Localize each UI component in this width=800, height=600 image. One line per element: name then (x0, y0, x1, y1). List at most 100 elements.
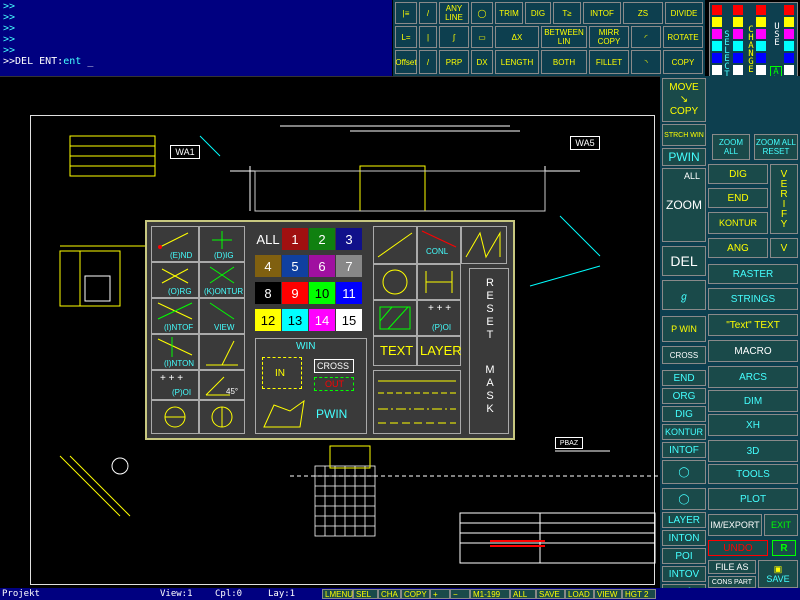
dig-snap-button[interactable]: DIG (708, 164, 768, 184)
color-14-button[interactable]: 14 (309, 309, 335, 331)
win-in-button[interactable]: IN (262, 357, 302, 389)
delta-x-button[interactable]: ΔX (495, 26, 539, 48)
p-win-button[interactable]: P WIN (662, 316, 706, 342)
dimension-select-button[interactable] (417, 264, 461, 300)
line-tool-button[interactable]: |≡ (395, 2, 417, 24)
save-button[interactable]: ▣SAVE (758, 560, 798, 588)
status-button-view[interactable]: VIEW (594, 589, 622, 599)
org-button[interactable]: ORG (662, 388, 706, 404)
status-button-copy[interactable]: COPY (401, 589, 430, 599)
status-button-m1-199[interactable]: M1-199 (470, 589, 510, 599)
macro-button[interactable]: MACRO (708, 340, 798, 362)
color-4-button[interactable]: 4 (255, 255, 281, 277)
snap-perp-button[interactable] (199, 334, 245, 370)
color-11-button[interactable]: 11 (336, 282, 362, 304)
color-swatch[interactable] (712, 53, 722, 63)
color-swatch[interactable] (733, 5, 743, 15)
arc-tool-button[interactable]: ◜ (631, 26, 661, 48)
status-button-sel[interactable]: SEL (353, 589, 378, 599)
prp-button[interactable]: PRP (439, 50, 469, 74)
command-input[interactable]: ent (63, 56, 82, 67)
trim-button[interactable]: TRIM (495, 2, 523, 24)
intov-button[interactable]: INTOV (662, 566, 706, 582)
snap-poi-button[interactable]: + + + (P)OI (151, 370, 199, 400)
line-select-button[interactable] (373, 226, 417, 264)
polyline-button[interactable] (461, 226, 507, 264)
status-button-save[interactable]: SAVE (536, 589, 565, 599)
slash-button[interactable]: / (419, 50, 437, 74)
tools-button[interactable]: TOOLS (708, 464, 798, 484)
color-9-button[interactable]: 9 (282, 282, 308, 304)
color-all-button[interactable]: ALL (256, 231, 280, 247)
fillet-button[interactable]: FILLET (589, 50, 629, 74)
undo-button[interactable]: UNDO (708, 540, 768, 556)
conl-button[interactable]: CONL (417, 226, 461, 264)
exit-button[interactable]: EXIT (764, 514, 798, 536)
cons-part-button[interactable]: CONS PART (708, 576, 756, 588)
dx-button[interactable]: DX (471, 50, 493, 74)
layer-select-button[interactable]: LAYER (417, 336, 462, 366)
color-swatch[interactable] (784, 5, 794, 15)
text-button[interactable]: "Text" TEXT (708, 314, 798, 336)
3d-button[interactable]: 3D (708, 440, 798, 462)
color-swatch[interactable] (733, 65, 743, 75)
verify-button[interactable]: VERIFY (770, 164, 798, 234)
copy-button[interactable]: COPY (663, 50, 703, 74)
color-swatch[interactable] (756, 65, 766, 75)
color-15-button[interactable]: 15 (336, 309, 362, 331)
status-button-hgt-2[interactable]: HGT 2 (622, 589, 656, 599)
length-button[interactable]: LENGTH (495, 50, 539, 74)
fillet-curve-button[interactable]: ◝ (631, 50, 661, 74)
ang-snap-button[interactable]: ANG (708, 238, 768, 258)
snap-end-button[interactable]: (E)ND (151, 226, 199, 262)
color-swatch[interactable] (784, 29, 794, 39)
color-swatch[interactable] (756, 29, 766, 39)
color-5-button[interactable]: 5 (282, 255, 308, 277)
any-line-button[interactable]: ANY LINE (439, 2, 469, 24)
strings-button[interactable]: STRINGS (708, 288, 798, 310)
xh-button[interactable]: XH (708, 414, 798, 436)
color-swatch[interactable] (784, 41, 794, 51)
status-button--[interactable]: + (430, 589, 450, 599)
end-button[interactable]: END (662, 370, 706, 386)
status-button-cha[interactable]: CHA (378, 589, 401, 599)
linetype-select-panel[interactable] (373, 370, 461, 434)
color-swatch[interactable] (733, 41, 743, 51)
zs-button[interactable]: ZS (623, 2, 663, 24)
command-line-area[interactable]: >> >> >> >> >> >>DEL ENT:ent _ (0, 0, 392, 76)
status-button-load[interactable]: LOAD (565, 589, 594, 599)
color-3-button[interactable]: 3 (336, 228, 362, 250)
redo-button[interactable]: R (772, 540, 796, 556)
end-snap-button[interactable]: END (708, 188, 768, 208)
im-export-button[interactable]: IM/EXPORT (708, 514, 762, 536)
color-6-button[interactable]: 6 (309, 255, 335, 277)
line-parallel-button[interactable]: L= (395, 26, 417, 48)
intof-button[interactable]: INTOF (583, 2, 621, 24)
kontur-button[interactable]: KONTUR (662, 424, 706, 440)
both-button[interactable]: BOTH (541, 50, 587, 74)
dig-button[interactable]: DIG (662, 406, 706, 422)
circle-tool-button[interactable]: ◯ (471, 2, 493, 24)
color-swatch[interactable] (756, 17, 766, 27)
between-lin-button[interactable]: BETWEEN LIN (541, 26, 587, 48)
arcs-button[interactable]: ARCS (708, 366, 798, 388)
color-13-button[interactable]: 13 (282, 309, 308, 331)
snap-kontur-button[interactable]: (K)ONTUR (199, 262, 245, 298)
tangent-button[interactable]: T≥ (553, 2, 581, 24)
status-button--[interactable]: − (450, 589, 470, 599)
strch-win-button[interactable]: STRCH WIN (662, 124, 706, 146)
zoom-all-small-button[interactable]: ALL (683, 171, 700, 181)
color-swatch[interactable] (712, 5, 722, 15)
color-swatch[interactable] (733, 17, 743, 27)
color-2-button[interactable]: 2 (309, 228, 335, 250)
color-swatch[interactable] (712, 65, 722, 75)
color-swatch[interactable] (712, 29, 722, 39)
rectangle-button[interactable]: ▭ (471, 26, 493, 48)
color-swatch[interactable] (712, 17, 722, 27)
color-swatch[interactable] (784, 53, 794, 63)
move-copy-button[interactable]: MOVE↘COPY (662, 78, 706, 122)
dim-button[interactable]: DIM (708, 390, 798, 412)
v-button[interactable]: V (770, 238, 798, 258)
layer-button[interactable]: LAYER (662, 512, 706, 528)
snap-org-button[interactable]: (O)RG (151, 262, 199, 298)
